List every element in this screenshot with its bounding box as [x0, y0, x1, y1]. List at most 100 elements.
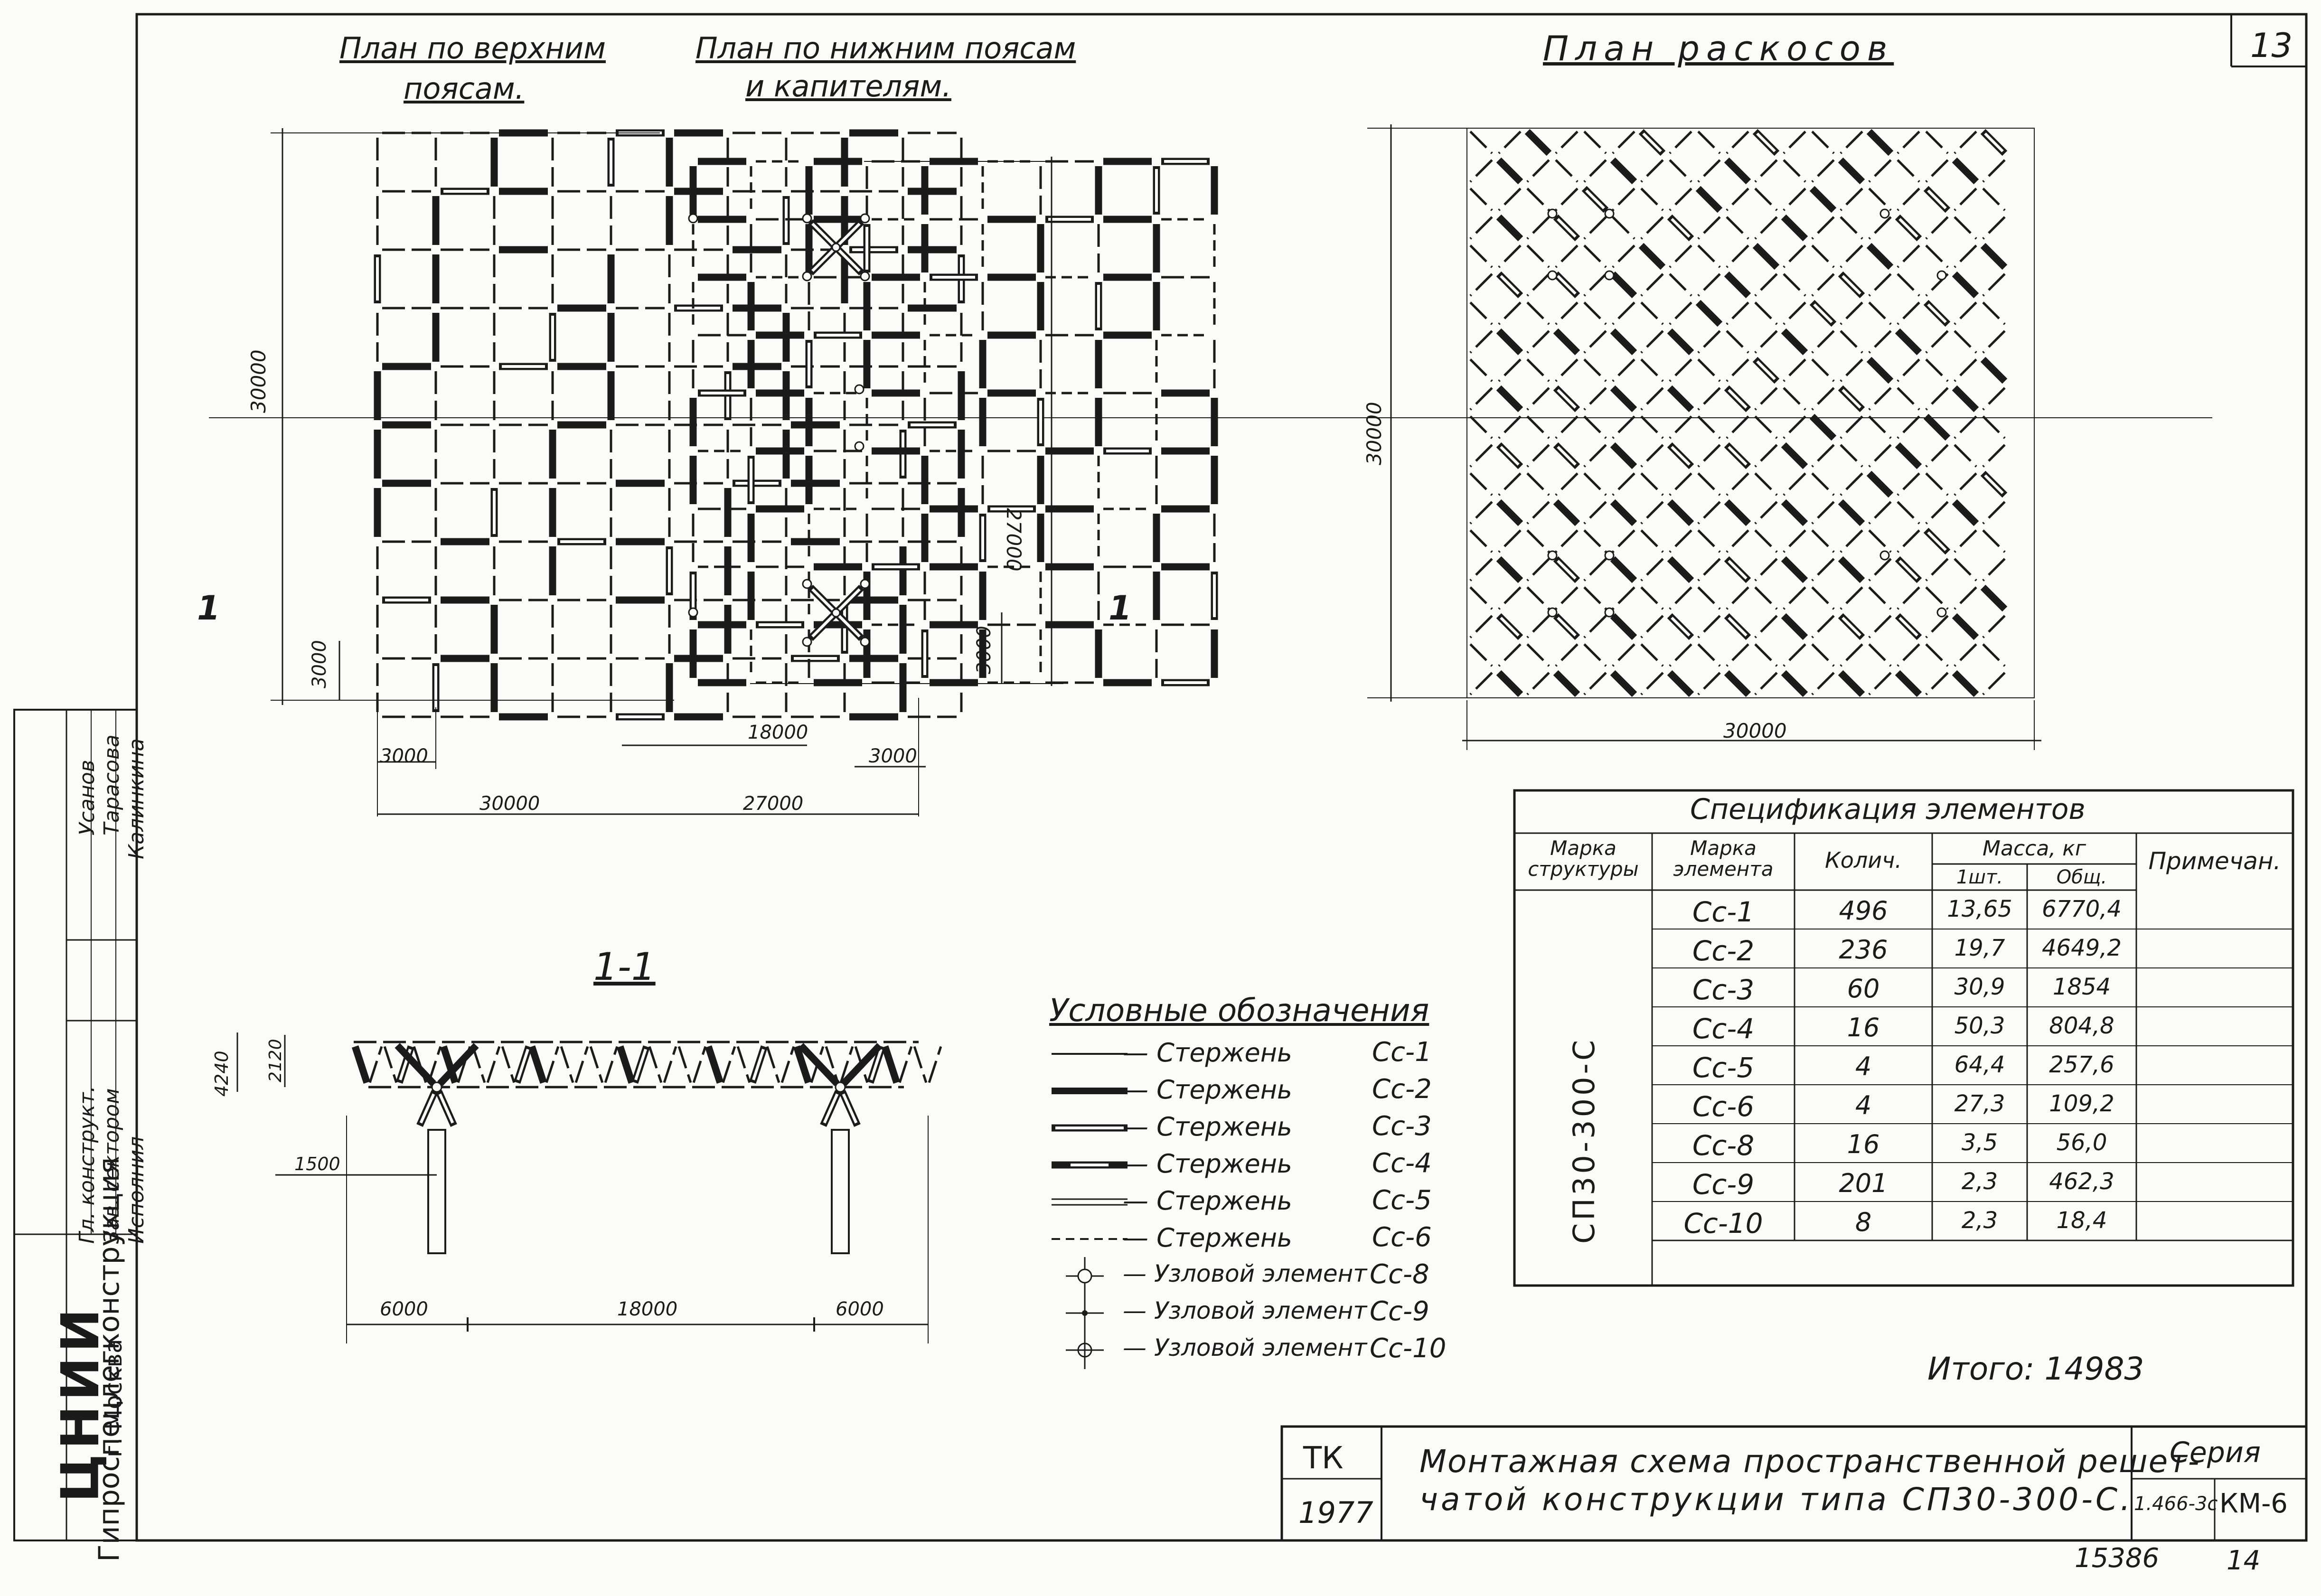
spec-cell-mass-total: 109,2 [2049, 1090, 2114, 1117]
capital-node [802, 637, 812, 647]
spec-cell-mass-one: 3,5 [1961, 1129, 1998, 1156]
brace-dl [1498, 244, 1522, 268]
brace-dl [1612, 529, 1635, 553]
brace-dr [1754, 529, 1778, 553]
brace-dl [1897, 643, 1920, 667]
brace-dl [1669, 586, 1692, 610]
brace-dr [1610, 271, 1637, 299]
dim-braces-width: 30000 [1723, 719, 1787, 742]
capital-node-center [831, 243, 841, 252]
brace-dl [1754, 501, 1778, 525]
brace-dr [1695, 300, 1723, 327]
title-block-code: ТК [1303, 1441, 1344, 1476]
spec-cell-mass-total: 56,0 [2056, 1129, 2107, 1156]
brace-dr [1952, 613, 1979, 640]
brace-dr-core [1813, 303, 1833, 323]
brace-dr [1811, 244, 1835, 268]
legend-sample-cc8 [1077, 1268, 1092, 1284]
brace-dr [1925, 358, 1949, 382]
brace-dr-core [1728, 617, 1748, 637]
brace-dr [1640, 188, 1664, 211]
legend-mark: Сс-4 [1372, 1148, 1432, 1179]
brace-dl [1982, 273, 2006, 297]
brace-dr [1469, 415, 1493, 439]
brace-dr [1524, 129, 1552, 156]
dim-section-offset: 1500 [294, 1154, 340, 1174]
brace-dl [1583, 273, 1607, 297]
brace-dr [1980, 584, 2008, 612]
brace-dr-core [1898, 218, 1918, 238]
brace-dl [1583, 444, 1607, 468]
brace-dr [1925, 131, 1949, 154]
brace-dl [1726, 358, 1749, 382]
brace-dr [1610, 556, 1637, 583]
brace-dl [1583, 387, 1607, 411]
brace-dl [1697, 159, 1721, 183]
brace-dr [1783, 159, 1806, 183]
brace-dr [1982, 301, 2006, 325]
brace-dr [1809, 413, 1837, 441]
spec-cell-qty: 236 [1839, 935, 1888, 965]
brace-dr [1640, 472, 1664, 496]
brace-dl [1868, 672, 1892, 695]
brace-dr [1667, 328, 1694, 356]
brace-dr-core [1984, 474, 2004, 494]
brace-dl [1783, 529, 1806, 553]
brace-dr [1669, 159, 1692, 183]
brace-dr [1781, 499, 1808, 526]
brace-dr [1610, 613, 1637, 640]
brace-dl [1583, 672, 1607, 695]
spec-header-element: Марка элемента [1673, 836, 1774, 881]
brace-dl [1669, 131, 1692, 154]
spec-structure-mark: СП30-300-С [1567, 1037, 1601, 1244]
brace-dl [1555, 358, 1579, 382]
brace-dl [1469, 216, 1493, 240]
brace-dr [1980, 243, 2008, 270]
brace-dl [1754, 330, 1778, 354]
legend-mark: Сс-1 [1372, 1037, 1432, 1068]
brace-dr [1868, 586, 1892, 610]
section-diag-core [752, 1049, 765, 1080]
brace-dr [1496, 385, 1523, 413]
side-stamp-frame [13, 709, 138, 1541]
spec-table-frame [1513, 789, 2294, 1287]
spec-cell-qty: 4 [1855, 1051, 1872, 1081]
brace-dr-core [1728, 446, 1748, 466]
brace-dr [1952, 385, 1979, 413]
brace-dl [1669, 643, 1692, 667]
dim-bottom-bay-h: 3000 [869, 745, 917, 767]
brace-dl [1612, 472, 1635, 496]
brace-dr [1526, 643, 1550, 667]
brace-dr [1897, 273, 1920, 297]
legend-desc: — Стержень [1123, 1223, 1292, 1253]
section-diag-core [634, 1049, 647, 1080]
brace-dr-core [1927, 303, 1947, 323]
brace-dl [1811, 615, 1835, 638]
spec-header-qty: Колич. [1825, 847, 1902, 873]
section-diag [351, 1045, 371, 1084]
brace-dl [1498, 529, 1522, 553]
title-block-line2: чатой конструкции типа СП30-300-С. [1419, 1481, 2133, 1518]
brace-dl [1640, 216, 1664, 240]
brace-dl [1469, 273, 1493, 297]
section-diag-core [870, 1049, 883, 1080]
legend-desc: — Стержень [1123, 1112, 1292, 1142]
title-block-line1: Монтажная схема пространственной решет- [1419, 1443, 2200, 1480]
brace-dl [1783, 358, 1806, 382]
brace-dr-core [1671, 218, 1691, 238]
brace-dr [1868, 301, 1892, 325]
brace-dr [1952, 499, 1979, 526]
dim-section-mid: 18000 [617, 1298, 678, 1320]
brace-dl [1925, 444, 1949, 468]
brace-dr-core [1557, 275, 1577, 295]
capital-leg-lower-core [419, 1093, 435, 1124]
legend-mark: Сс-9 [1370, 1296, 1429, 1327]
brace-dl [1811, 159, 1835, 183]
bottom-chords-title-2: и капителям. [745, 69, 951, 103]
spec-cell-qty: 16 [1847, 1013, 1880, 1042]
brace-node [1547, 550, 1558, 561]
brace-dl [1640, 444, 1664, 468]
capital-node [860, 637, 870, 647]
brace-dl [1811, 330, 1835, 354]
brace-dl [1555, 131, 1579, 154]
